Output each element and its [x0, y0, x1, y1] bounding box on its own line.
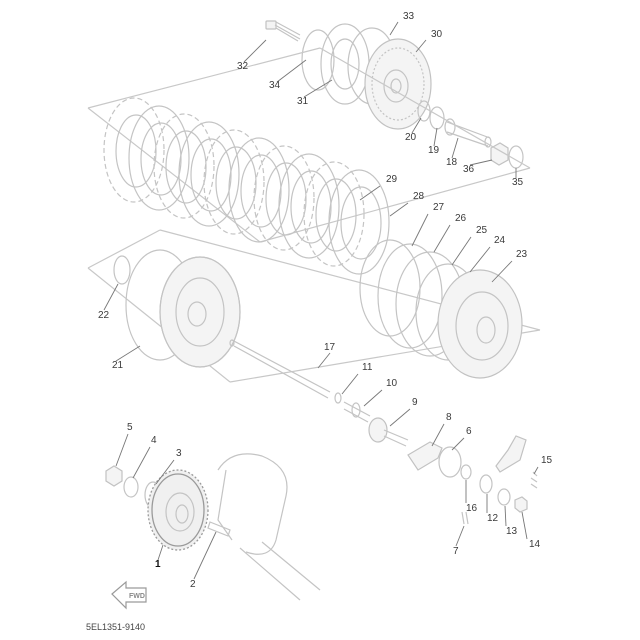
part-label-23: 23 — [516, 249, 528, 260]
part-label-5: 5 — [127, 422, 133, 433]
part-label-33: 33 — [403, 11, 415, 22]
part-label-36: 36 — [463, 164, 475, 175]
clutch-housing-23 — [437, 269, 523, 379]
part-label-11: 11 — [362, 362, 373, 373]
clutch-disc-inner — [340, 186, 382, 260]
part-label-32: 32 — [237, 61, 249, 72]
diagram-code: 5EL1351-9140 — [86, 622, 145, 632]
part-label-10: 10 — [386, 378, 398, 389]
washer-4 — [123, 476, 139, 498]
part-label-20: 20 — [405, 132, 417, 143]
part-label-4: 4 — [151, 435, 157, 446]
drive-gear-1 — [147, 469, 209, 551]
fwd-label: FWD — [129, 593, 145, 600]
clutch-disc-inner — [265, 162, 307, 236]
part-label-26: 26 — [455, 213, 467, 224]
part-label-16: 16 — [466, 503, 478, 514]
drive-gear-group — [105, 453, 321, 601]
clutch-disc — [278, 153, 340, 259]
part-label-1: 1 — [155, 559, 161, 570]
shaft-assembly — [229, 339, 371, 423]
part-label-17: 17 — [324, 342, 336, 353]
leader-lines — [103, 21, 539, 580]
part-label-14: 14 — [529, 539, 541, 550]
part-label-35: 35 — [512, 177, 524, 188]
part-label-9: 9 — [412, 397, 418, 408]
clutch-disc-inner — [165, 130, 207, 204]
part-label-7: 7 — [453, 546, 459, 557]
seal-16 — [460, 464, 472, 480]
part-label-3: 3 — [176, 448, 182, 459]
nut-5 — [105, 465, 123, 487]
clutch-disc-inner — [290, 170, 332, 244]
part-label-21: 21 — [112, 360, 124, 371]
fwd-arrow-icon: FWD — [111, 580, 147, 610]
push-lever-group — [368, 417, 538, 525]
clutch-disc-inner — [140, 122, 182, 196]
clutch-disc-inner — [315, 178, 357, 252]
clutch-disc — [228, 137, 290, 243]
rod-10 — [343, 401, 371, 423]
part-label-22: 22 — [98, 310, 110, 321]
clutch-disc-inner — [115, 114, 157, 188]
washer-13 — [497, 488, 511, 506]
nut-14 — [514, 496, 528, 513]
lever — [495, 435, 527, 473]
part-label-2: 2 — [190, 579, 196, 590]
part-label-31: 31 — [297, 96, 309, 107]
clutch-disc — [328, 169, 390, 275]
washer-6 — [438, 446, 462, 478]
clutch-disc — [103, 97, 165, 203]
clutch-disc — [303, 161, 365, 267]
pin-7 — [461, 511, 469, 525]
bolt-32 — [265, 20, 301, 42]
part-label-28: 28 — [413, 191, 425, 202]
clutch-disc — [153, 113, 215, 219]
disc-pack-panel — [87, 47, 531, 275]
clutch-disc — [203, 129, 265, 235]
pressure-plate-group — [265, 20, 524, 169]
spring-15 — [530, 471, 538, 489]
ball-11 — [334, 392, 342, 404]
part-label-24: 24 — [494, 235, 506, 246]
clutch-disc — [253, 145, 315, 251]
ring-34 — [301, 29, 335, 91]
clutch-disc — [128, 105, 190, 211]
washer-12 — [479, 474, 493, 494]
plate-27 — [377, 243, 443, 349]
part-label-25: 25 — [476, 225, 488, 236]
part-label-12: 12 — [487, 513, 499, 524]
part-label-19: 19 — [428, 145, 440, 156]
part-label-29: 29 — [386, 174, 398, 185]
clutch-disc — [178, 121, 240, 227]
part-label-18: 18 — [446, 157, 458, 168]
pusher-9 — [368, 417, 388, 443]
clutch-disc-inner — [215, 146, 257, 220]
clutch-boss-21 — [125, 249, 241, 368]
clutch-housing-panel — [87, 229, 541, 383]
part-label-34: 34 — [269, 80, 281, 91]
part-label-30: 30 — [431, 29, 443, 40]
pressure-plate-30 — [364, 38, 432, 130]
plate-31 — [320, 23, 370, 105]
part-label-27: 27 — [433, 202, 445, 213]
clutch-disc-inner — [240, 154, 282, 228]
part-label-13: 13 — [506, 526, 518, 537]
key-2 — [207, 521, 231, 537]
washer-22 — [113, 255, 131, 285]
part-number-labels: 3330323431201918363529282726252423221711… — [98, 11, 553, 590]
plate-8 — [407, 441, 443, 471]
part-label-15: 15 — [541, 455, 553, 466]
clutch-disc-inner — [190, 138, 232, 212]
part-label-6: 6 — [466, 426, 472, 437]
part-label-8: 8 — [446, 412, 452, 423]
